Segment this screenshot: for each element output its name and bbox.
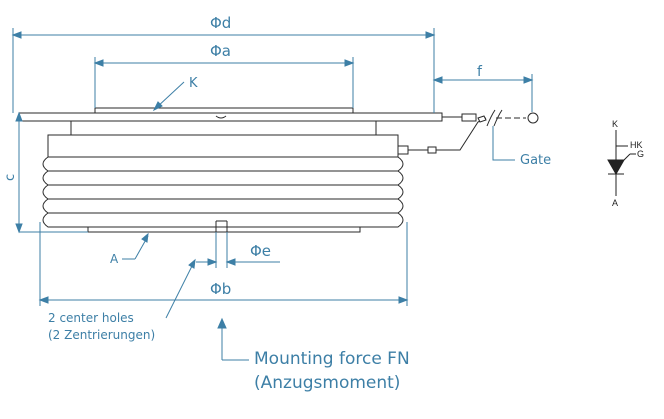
top-center-hole <box>215 115 227 119</box>
dim-f-label: f <box>477 64 483 80</box>
anode-label: A <box>110 252 119 266</box>
mounting-force-label: Mounting force FN <box>254 349 410 369</box>
cathode-label: K <box>189 76 198 91</box>
dim-a-label: Φa <box>210 42 231 60</box>
center-holes-label: 2 center holes <box>48 311 134 325</box>
top-flange <box>18 112 443 122</box>
gate-lead <box>397 109 539 155</box>
cathode-face <box>94 107 354 114</box>
ceramic-ribs <box>42 156 404 228</box>
gate-label: Gate <box>520 153 551 168</box>
dim-b-label: Φb <box>210 280 231 298</box>
dim-e-label: Φe <box>250 242 271 260</box>
dim-c-label: c <box>3 174 18 181</box>
center-holes-label-de: (2 Zentrierungen) <box>48 328 155 342</box>
thyristor-symbol <box>607 130 636 196</box>
symbol-hk-label: HK <box>630 140 643 150</box>
symbol-k-label: K <box>612 119 618 129</box>
upper-step <box>70 120 377 136</box>
symbol-a-label: A <box>612 198 618 208</box>
symbol-g-label: G <box>637 149 644 159</box>
anode-face <box>87 226 361 233</box>
body-cap <box>47 134 399 158</box>
dim-d-label: Φd <box>210 14 231 32</box>
mounting-force-label-de: (Anzugsmoment) <box>254 373 400 393</box>
gate-terminal <box>527 112 539 124</box>
